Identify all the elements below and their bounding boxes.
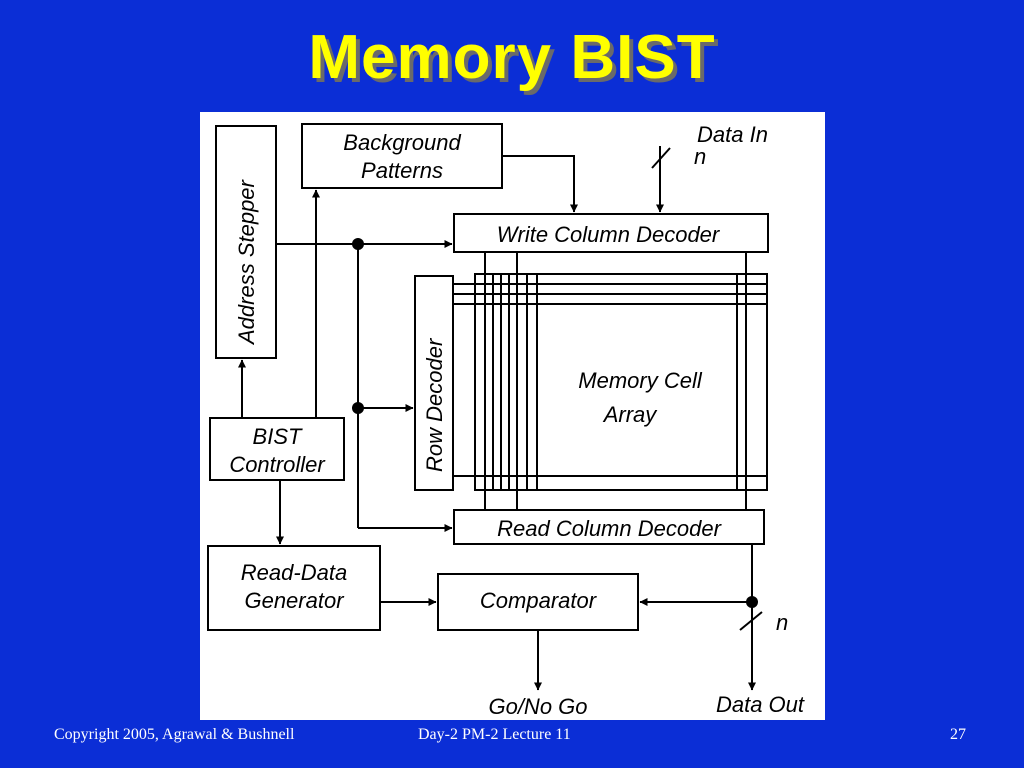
footer-copyright: Copyright 2005, Agrawal & Bushnell xyxy=(54,726,295,743)
row-decoder-box xyxy=(414,275,454,491)
junction-dots xyxy=(352,238,758,608)
footer-lecture: Day-2 PM-2 Lecture 11 xyxy=(418,726,571,743)
read-column-decoder-label: Read Column Decoder xyxy=(497,516,722,541)
memory-cell-array-box xyxy=(474,273,768,491)
bist-controller-box xyxy=(209,417,345,481)
background-patterns-label-2: Patterns xyxy=(361,158,443,183)
memory-array-grid xyxy=(453,252,767,510)
read-data-generator-label-2: Generator xyxy=(244,588,345,613)
memory-cell-array-label-2: Array xyxy=(602,402,659,427)
go-no-go-label: Go/No Go xyxy=(488,694,587,719)
write-column-decoder-label: Write Column Decoder xyxy=(497,222,721,247)
read-data-generator-label-1: Read-Data xyxy=(241,560,347,585)
bist-controller-label-2: Controller xyxy=(229,452,326,477)
data-out-label: Data Out xyxy=(716,692,805,717)
write-column-decoder-box xyxy=(453,213,769,253)
read-data-generator-box xyxy=(207,545,381,631)
bist-controller-label-1: BIST xyxy=(253,424,303,449)
comparator-label: Comparator xyxy=(480,588,598,613)
row-decoder-label: Row Decoder xyxy=(422,337,447,472)
data-in-label: Data In xyxy=(697,122,768,147)
read-column-decoder-box xyxy=(453,509,765,545)
address-stepper-box xyxy=(215,125,277,359)
data-out-width-label: n xyxy=(776,610,788,635)
slide-title: Memory BIST xyxy=(308,23,716,92)
data-in-width-label: n xyxy=(694,144,706,169)
memory-bist-diagram: Address Stepper Background Patterns Data… xyxy=(200,112,825,720)
background-patterns-label-1: Background xyxy=(343,130,461,155)
page-number: 27 xyxy=(950,726,966,743)
memory-cell-array-label-1: Memory Cell xyxy=(578,368,703,393)
address-stepper-label: Address Stepper xyxy=(234,178,259,346)
